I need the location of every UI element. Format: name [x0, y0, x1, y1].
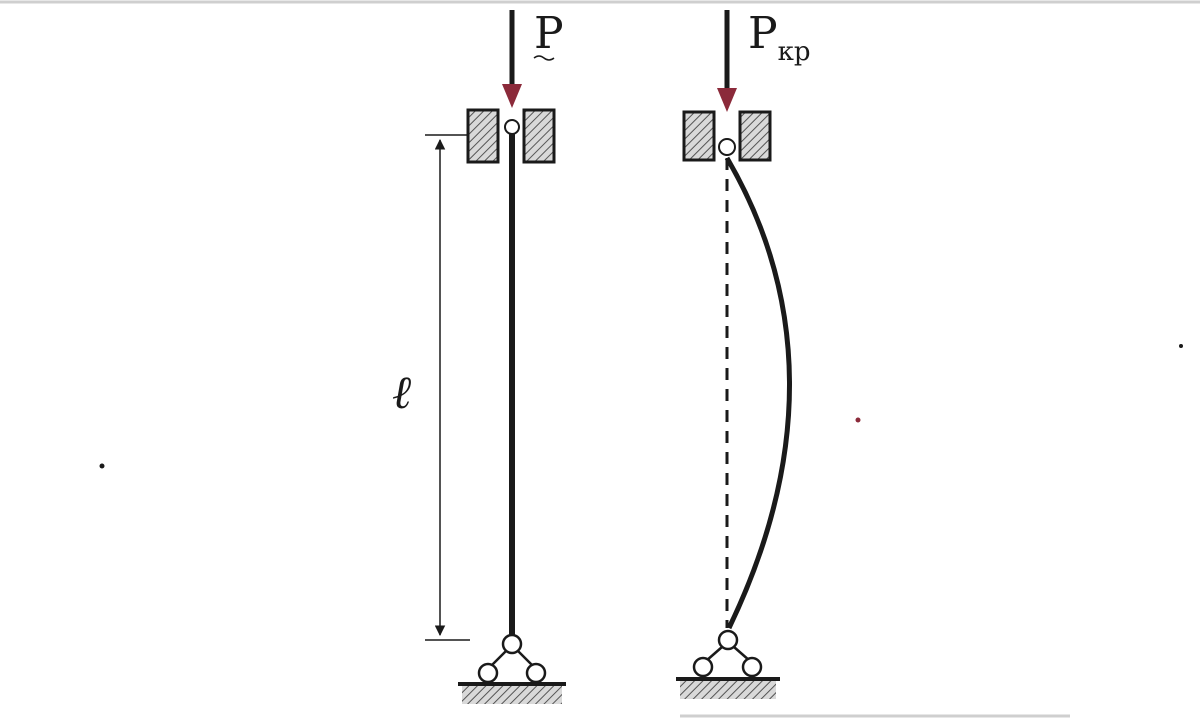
- left-top-hinge: [504, 119, 520, 135]
- right-ground-hatch: [680, 681, 776, 699]
- scan-speck: [855, 417, 861, 423]
- left-load-label: P: [534, 8, 564, 59]
- left-load-arrow-head: [502, 84, 522, 108]
- left-top-guide-block-left: [466, 108, 500, 164]
- right-load-label-subscript: кр: [778, 37, 811, 67]
- left-ground-hatch: [462, 686, 562, 704]
- right-top-guide-block-left: [682, 110, 716, 162]
- right-buckled-column: [724, 156, 792, 630]
- right-support-roller-right: [741, 656, 763, 678]
- right-top-guide-block-right: [738, 110, 772, 162]
- scan-speck: [1179, 344, 1183, 348]
- right-column-group: Pкр: [676, 8, 811, 699]
- right-load-label: Pкр: [748, 8, 811, 67]
- left-bottom-hinge: [501, 633, 523, 655]
- right-support-roller-left: [692, 656, 714, 678]
- right-bottom-hinge: [717, 629, 739, 651]
- left-support-roller-right: [525, 662, 547, 684]
- left-load-label-underline: [533, 55, 555, 61]
- right-load-arrow-head: [717, 88, 737, 112]
- scan-speck: [99, 463, 105, 469]
- right-top-hinge: [718, 138, 736, 156]
- left-top-guide-block-right: [522, 108, 556, 164]
- length-label: ℓ: [392, 365, 412, 419]
- left-column-group: P ℓ: [392, 8, 566, 704]
- right-load-label-main: P: [748, 8, 778, 59]
- left-support-roller-left: [477, 662, 499, 684]
